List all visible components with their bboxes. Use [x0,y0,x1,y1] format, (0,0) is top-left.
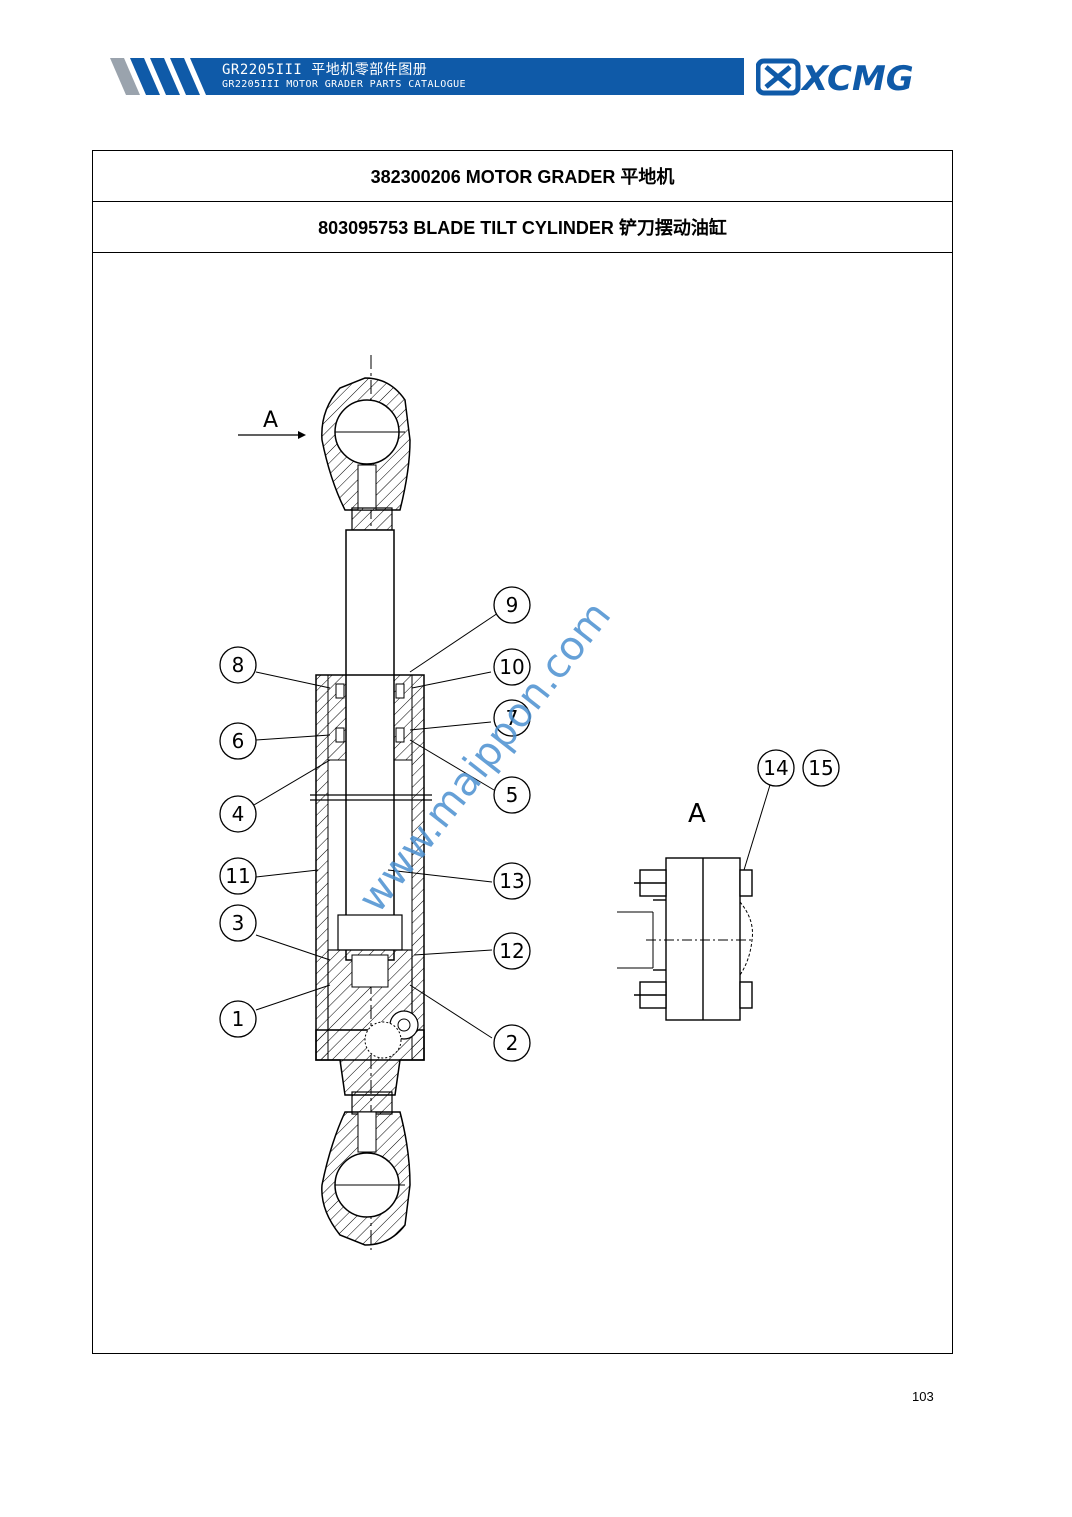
callout-8: 8 [232,653,245,677]
callout-13: 13 [499,869,524,893]
view-label-a: A [263,408,278,433]
callout-9: 9 [506,593,519,617]
header-title: GR2205III 平地机零部件图册 [222,62,428,78]
callout-4: 4 [232,802,245,826]
detail-view-label: A [688,799,706,829]
callout-11: 11 [225,864,250,888]
logo-text: XCMG [800,59,914,96]
machine-title: 382300206 MOTOR GRADER 平地机 [93,151,952,202]
callout-10: 10 [499,655,524,679]
xcmg-logo: XCMG [756,58,914,96]
callout-6: 6 [232,729,245,753]
callout-12: 12 [499,939,524,963]
brand-stripes-icon [110,58,220,95]
callout-14: 14 [763,756,788,780]
assembly-title: 803095753 BLADE TILT CYLINDER 铲刀摆动油缸 [93,202,952,253]
callout-7: 7 [506,706,519,730]
callout-15: 15 [808,756,833,780]
header-subtitle: GR2205III MOTOR GRADER PARTS CATALOGUE [222,79,466,90]
callout-1: 1 [232,1007,245,1031]
callout-3: 3 [232,911,245,935]
callout-5: 5 [506,783,519,807]
parts-frame: 382300206 MOTOR GRADER 平地机 803095753 BLA… [92,150,953,1354]
callout-2: 2 [506,1031,519,1055]
page-number: 103 [912,1389,934,1404]
